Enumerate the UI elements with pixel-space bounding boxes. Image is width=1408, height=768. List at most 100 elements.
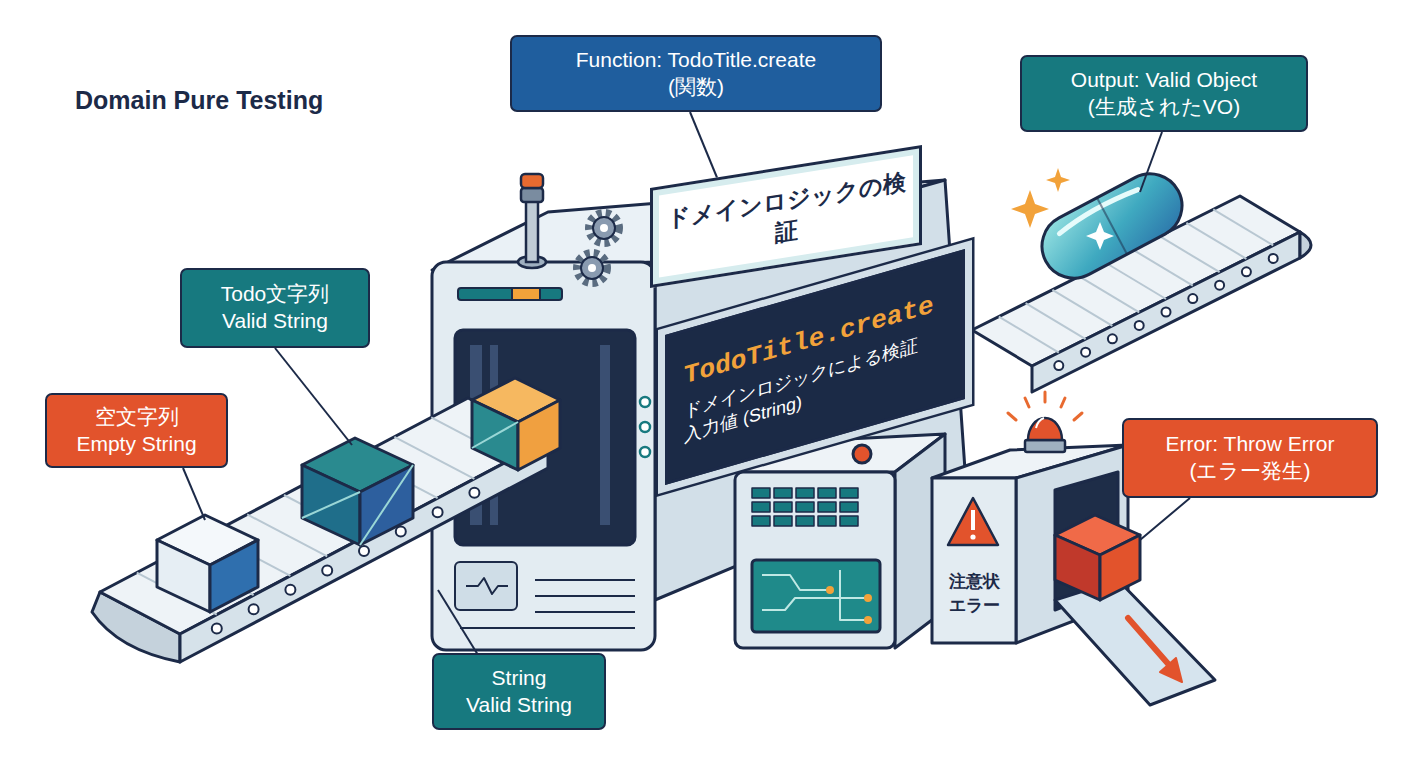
control-panel — [762, 575, 830, 590]
control-panel — [752, 502, 770, 512]
leader-line — [1140, 498, 1190, 540]
control-panel — [796, 488, 814, 498]
control-panel — [762, 570, 868, 620]
output-conveyor — [1135, 321, 1144, 330]
value-object-capsule — [1011, 163, 1193, 290]
warning-label: 注意状 エラー — [938, 558, 1010, 630]
alarm-light — [1008, 413, 1016, 420]
validation-machine — [458, 288, 562, 300]
string-cube — [472, 422, 518, 448]
error-chute-box — [1128, 618, 1170, 666]
validation-machine — [455, 330, 635, 545]
gear-icon — [593, 217, 615, 239]
output-conveyor — [1026, 303, 1086, 339]
todo-string-cube — [302, 492, 360, 518]
control-panel — [840, 516, 858, 526]
value-object-capsule — [1086, 222, 1114, 250]
output-conveyor — [1162, 308, 1171, 317]
control-panel — [864, 594, 872, 602]
value-object-capsule — [1011, 190, 1049, 228]
node-label: ドメインロジックの検証 — [661, 166, 911, 268]
text-wrap: String Valid String — [454, 665, 584, 719]
input-conveyor — [322, 565, 332, 575]
leader-line — [1140, 132, 1162, 192]
value-object-capsule — [1031, 163, 1193, 290]
text-wrap: 注意状 エラー — [942, 570, 1006, 618]
leader-line — [275, 348, 352, 445]
control-panel — [840, 502, 858, 512]
signal-tower — [518, 174, 546, 268]
error-chute-box — [1055, 535, 1100, 600]
output-conveyor — [1300, 232, 1311, 258]
output-conveyor — [1160, 236, 1220, 272]
alarm-light — [1025, 440, 1065, 452]
validation-machine — [535, 579, 635, 581]
output-conveyor — [999, 317, 1059, 353]
text-wrap: Output: Valid Object (生成されたVO) — [1054, 67, 1274, 121]
output-conveyor — [1186, 223, 1246, 259]
input-conveyor — [212, 624, 222, 634]
node-label: Output: Valid Object (生成されたVO) — [1054, 67, 1274, 121]
validation-machine — [640, 447, 650, 457]
validation-machine — [455, 562, 517, 610]
todo-string-cube — [360, 465, 413, 545]
gear-icon — [600, 224, 608, 232]
control-panel — [735, 434, 945, 648]
control-panel — [826, 586, 834, 594]
todo-string-cube — [302, 438, 413, 545]
wrap-spacer — [454, 665, 480, 669]
output-conveyor — [1133, 250, 1193, 286]
wrap-spacer — [558, 665, 584, 669]
error-chute-box — [932, 478, 1016, 643]
text-wrap: 空文字列 Empty String — [67, 404, 207, 458]
gear-icon — [588, 264, 596, 272]
validation-machine — [640, 397, 650, 407]
node-label: 空文字列 Empty String — [67, 404, 207, 458]
output-conveyor — [1054, 361, 1063, 370]
output-conveyor — [1052, 290, 1112, 326]
node-label: Error: Throw Error (エラー発生) — [1150, 431, 1350, 485]
empty-string-cube — [157, 540, 210, 612]
control-panel — [818, 516, 836, 526]
input-conveyor — [359, 546, 369, 556]
alarm-light — [1028, 418, 1062, 440]
validation-machine — [512, 288, 540, 300]
error-chute-box — [1160, 658, 1182, 682]
control-panel — [853, 445, 871, 463]
output-conveyor — [1079, 276, 1139, 312]
value-object-capsule — [1057, 187, 1139, 233]
text-wrap: ドメインロジックの検証 — [661, 166, 911, 268]
output-conveyor — [1242, 267, 1251, 276]
alarm-light — [1044, 392, 1047, 402]
leader-line — [690, 112, 718, 180]
output-conveyor — [1215, 281, 1224, 290]
control-panel — [864, 616, 872, 624]
string-cube — [518, 400, 560, 470]
alarm-light — [1036, 418, 1044, 428]
diagram-title: Domain Pure Testing — [75, 86, 323, 115]
node-label: 注意状 エラー — [942, 570, 1006, 618]
control-panel — [752, 516, 770, 526]
leader-line — [438, 590, 478, 655]
control-panel — [826, 586, 872, 624]
output-conveyor — [1081, 348, 1090, 357]
output-conveyor — [1188, 294, 1197, 303]
input-conveyor — [249, 604, 259, 614]
error-chute-box — [1055, 580, 1215, 705]
gear-icon — [581, 257, 603, 279]
input-conveyor — [285, 585, 295, 595]
control-panel — [752, 488, 858, 526]
input-callout: Todo文字列 Valid String — [180, 268, 370, 348]
alarm-light — [1008, 392, 1082, 452]
validation-machine — [535, 595, 635, 597]
control-panel — [840, 488, 858, 498]
todo-string-cube — [302, 465, 360, 545]
control-panel — [818, 502, 836, 512]
todo-string-cube — [360, 465, 413, 545]
node-label: String Valid String — [454, 665, 584, 719]
validation-machine — [466, 578, 508, 594]
control-panel — [752, 560, 880, 632]
control-panel — [796, 516, 814, 526]
text-wrap: Todo文字列 Valid String — [205, 281, 345, 335]
